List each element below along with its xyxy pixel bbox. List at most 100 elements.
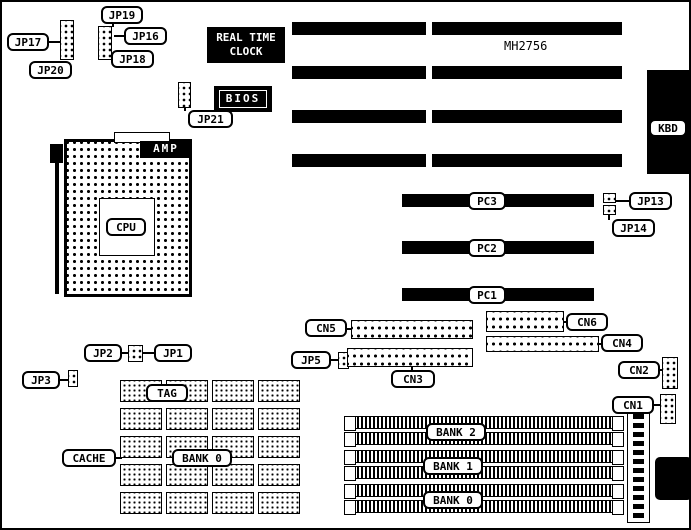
- cache-chip: [258, 408, 300, 430]
- jp14-pinblock: [603, 205, 616, 215]
- rtc-label-line2: CLOCK: [229, 45, 263, 58]
- rtc-chip: REAL TIME CLOCK: [207, 27, 285, 63]
- cache-chip: [258, 380, 300, 402]
- isa-slot: [432, 66, 622, 79]
- jumper-label-jp20: JP20: [29, 61, 72, 79]
- jp21-text: JP21: [197, 112, 224, 126]
- isa-slot: [292, 154, 426, 167]
- rtc-label-line1: REAL TIME: [216, 30, 276, 44]
- leader-line: [49, 41, 60, 43]
- cn4-label: CN4: [601, 334, 643, 352]
- leader-line: [143, 352, 154, 354]
- cn6-text: CN6: [577, 315, 597, 329]
- jumper-label-jp2: JP2: [84, 344, 122, 362]
- power-connector: [627, 409, 650, 523]
- leader-line: [411, 367, 413, 370]
- leader-line: [184, 107, 186, 111]
- jp19-text: JP19: [108, 8, 136, 22]
- cpu-text: CPU: [116, 220, 136, 234]
- jp20-text: JP20: [37, 63, 64, 77]
- isa-slot: [292, 22, 426, 35]
- jumper-label-jp13: JP13: [629, 192, 672, 210]
- cn1-label: CN1: [612, 396, 654, 414]
- jp17-text: JP17: [14, 35, 42, 49]
- simm-bank2-label: BANK 2: [426, 423, 486, 441]
- leader-line: [331, 359, 338, 361]
- cpu-socket: [64, 139, 192, 297]
- cache-text: CACHE: [72, 451, 106, 465]
- jumper-label-jp16: JP16: [124, 27, 167, 45]
- bank1-text: BANK 1: [433, 459, 473, 473]
- jp18-text: JP18: [119, 52, 146, 66]
- cache-chip: [212, 380, 254, 402]
- cache-chip: [212, 408, 254, 430]
- cn2-label: CN2: [618, 361, 660, 379]
- cache-chip: [120, 436, 162, 458]
- cn6-label: CN6: [566, 313, 608, 331]
- tag-text: TAG: [157, 386, 177, 400]
- bios-label: BIOS: [218, 89, 268, 109]
- pin-header-cn1: [660, 394, 676, 424]
- cache-chip: [120, 408, 162, 430]
- leader-line: [116, 457, 122, 459]
- jumper-pinblock-left: [60, 20, 74, 60]
- cn3-label: CN3: [391, 370, 435, 388]
- bank2-text: BANK 2: [436, 425, 476, 439]
- jumper-label-jp17: JP17: [7, 33, 49, 51]
- pc1-text: PC1: [477, 288, 497, 302]
- pin-header-cn4: [486, 336, 599, 352]
- amp-marking: AMP: [140, 141, 192, 158]
- leader-line: [616, 200, 629, 202]
- jp2-text: JP2: [93, 346, 113, 360]
- isa-slot: [432, 154, 622, 167]
- leader-line: [347, 328, 351, 330]
- leader-line: [598, 343, 601, 345]
- zif-lever-head: [50, 144, 63, 163]
- kbd-label: KBD: [649, 119, 687, 137]
- pin-header-cn2: [662, 357, 678, 389]
- simm-slot: [344, 484, 624, 499]
- cache-chip: [212, 464, 254, 486]
- cache-bank0-text: BANK 0: [182, 451, 222, 465]
- cn5-text: CN5: [316, 321, 336, 335]
- kbd-text: KBD: [658, 121, 678, 135]
- jp14-text: JP14: [620, 221, 647, 235]
- cache-chip: [120, 464, 162, 486]
- amp-text: AMP: [153, 142, 179, 156]
- cn4-text: CN4: [612, 336, 632, 350]
- pin-header-cn5: [351, 320, 473, 339]
- simm-bank1-label: BANK 1: [423, 457, 483, 475]
- leader-line: [563, 321, 566, 323]
- jp3-pinblock: [68, 370, 78, 387]
- bank0-text: BANK 0: [433, 493, 473, 507]
- cache-chip: [166, 492, 208, 514]
- bios-chip: BIOS: [214, 86, 272, 112]
- cn5-label: CN5: [305, 319, 347, 337]
- cache-chip: [166, 408, 208, 430]
- cache-chip: [166, 464, 208, 486]
- simm-bank0-label: BANK 0: [423, 491, 483, 509]
- leader-line: [608, 215, 610, 220]
- power-connector-pins: [633, 414, 644, 518]
- jp21-pinblock: [178, 82, 191, 108]
- jp1-jp2-pinblock: [128, 345, 143, 362]
- jumper-label-jp3: JP3: [22, 371, 60, 389]
- cache-chip: [258, 492, 300, 514]
- leader-line: [114, 35, 124, 37]
- cache-bank0-label: BANK 0: [172, 449, 232, 467]
- tag-label: TAG: [146, 384, 188, 402]
- cache-chip: [212, 492, 254, 514]
- cache-chip: [258, 464, 300, 486]
- jumper-label-jp21: JP21: [188, 110, 233, 128]
- cn3-text: CN3: [403, 372, 423, 386]
- zif-lever-bar: [55, 162, 59, 294]
- leader-line: [659, 369, 662, 371]
- jumper-label-jp14: JP14: [612, 219, 655, 237]
- leader-line: [60, 379, 68, 381]
- jp1-text: JP1: [163, 346, 183, 360]
- cn1-text: CN1: [623, 398, 643, 412]
- jumper-label-jp18: JP18: [111, 50, 154, 68]
- simm-slot: [344, 432, 624, 447]
- jumper-label-jp1: JP1: [154, 344, 192, 362]
